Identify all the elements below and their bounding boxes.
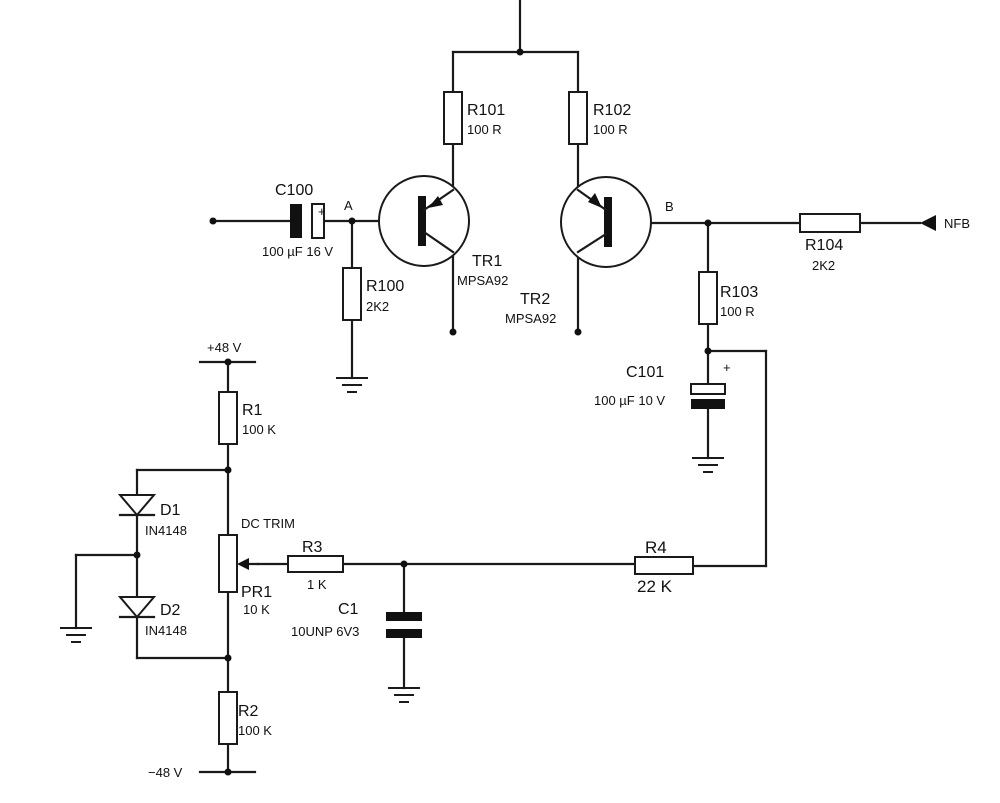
pr1-value: 10 K (243, 602, 270, 617)
r4-value: 22 K (637, 577, 673, 596)
resistor-r4 (634, 556, 694, 575)
c101-ref: C101 (626, 364, 664, 381)
tr1-type: MPSA92 (457, 273, 508, 288)
r3-ref: R3 (302, 539, 323, 556)
diode-d2 (117, 596, 157, 619)
r100-ref: R100 (366, 278, 404, 295)
c100-value: 100 µF 16 V (262, 244, 333, 259)
r2-ref: R2 (238, 703, 259, 720)
resistor-r1 (218, 391, 238, 445)
c101-value: 100 µF 10 V (594, 393, 665, 408)
tr1-ref: TR1 (472, 253, 502, 270)
c1-value: 10UNP 6V3 (291, 624, 359, 639)
r104-value: 2K2 (812, 258, 835, 273)
transistor-tr2 (560, 176, 652, 268)
resistor-r102 (568, 91, 588, 145)
r4-ref: R4 (645, 538, 667, 557)
r1-ref: R1 (242, 402, 263, 419)
node-a-label: A (344, 198, 353, 213)
r104-ref: R104 (805, 237, 843, 254)
c100-polarity: + (318, 204, 326, 219)
resistor-r2 (218, 691, 238, 745)
r102-value: 100 R (593, 122, 628, 137)
ground-symbol-diodes (60, 627, 92, 643)
d2-ref: D2 (160, 602, 181, 619)
r100-value: 2K2 (366, 299, 389, 314)
r101-value: 100 R (467, 122, 502, 137)
d1-ref: D1 (160, 502, 181, 519)
ground-symbol-c1 (388, 687, 420, 703)
d2-type: IN4148 (145, 623, 187, 638)
tr2-type: MPSA92 (505, 311, 556, 326)
tr2-ref: TR2 (520, 291, 550, 308)
d1-type: IN4148 (145, 523, 187, 538)
r101-ref: R101 (467, 102, 505, 119)
pr1-ref: PR1 (241, 584, 272, 601)
c1-ref: C1 (338, 601, 359, 618)
nfb-arrow-icon (920, 215, 936, 231)
r3-value: 1 K (307, 577, 327, 592)
capacitor-c100 (290, 203, 325, 239)
negative-rail-label: −48 V (148, 765, 183, 780)
resistor-r100 (342, 267, 362, 321)
resistor-r3 (287, 555, 344, 573)
ground-symbol-r100 (336, 377, 368, 393)
r103-value: 100 R (720, 304, 755, 319)
pr1-wiper-arrow-icon (237, 558, 249, 570)
nfb-label: NFB (944, 216, 970, 231)
transistor-tr1 (378, 175, 470, 267)
positive-rail-label: +48 V (207, 340, 242, 355)
capacitor-c101 (690, 383, 726, 409)
ground-symbol-c101 (692, 457, 724, 473)
r103-ref: R103 (720, 284, 758, 301)
r1-value: 100 K (242, 422, 276, 437)
resistor-r101 (443, 91, 463, 145)
node-b-label: B (665, 199, 674, 214)
pr1-function: DC TRIM (241, 516, 295, 531)
capacitor-c1 (386, 612, 422, 638)
r2-value: 100 K (238, 723, 272, 738)
resistor-r103 (698, 271, 718, 325)
diode-d1 (117, 494, 157, 517)
potentiometer-pr1 (218, 534, 238, 593)
c101-polarity: + (723, 360, 731, 375)
resistor-r104 (799, 213, 861, 233)
junction-dots (133, 48, 712, 776)
r102-ref: R102 (593, 102, 631, 119)
c100-ref: C100 (275, 182, 313, 199)
